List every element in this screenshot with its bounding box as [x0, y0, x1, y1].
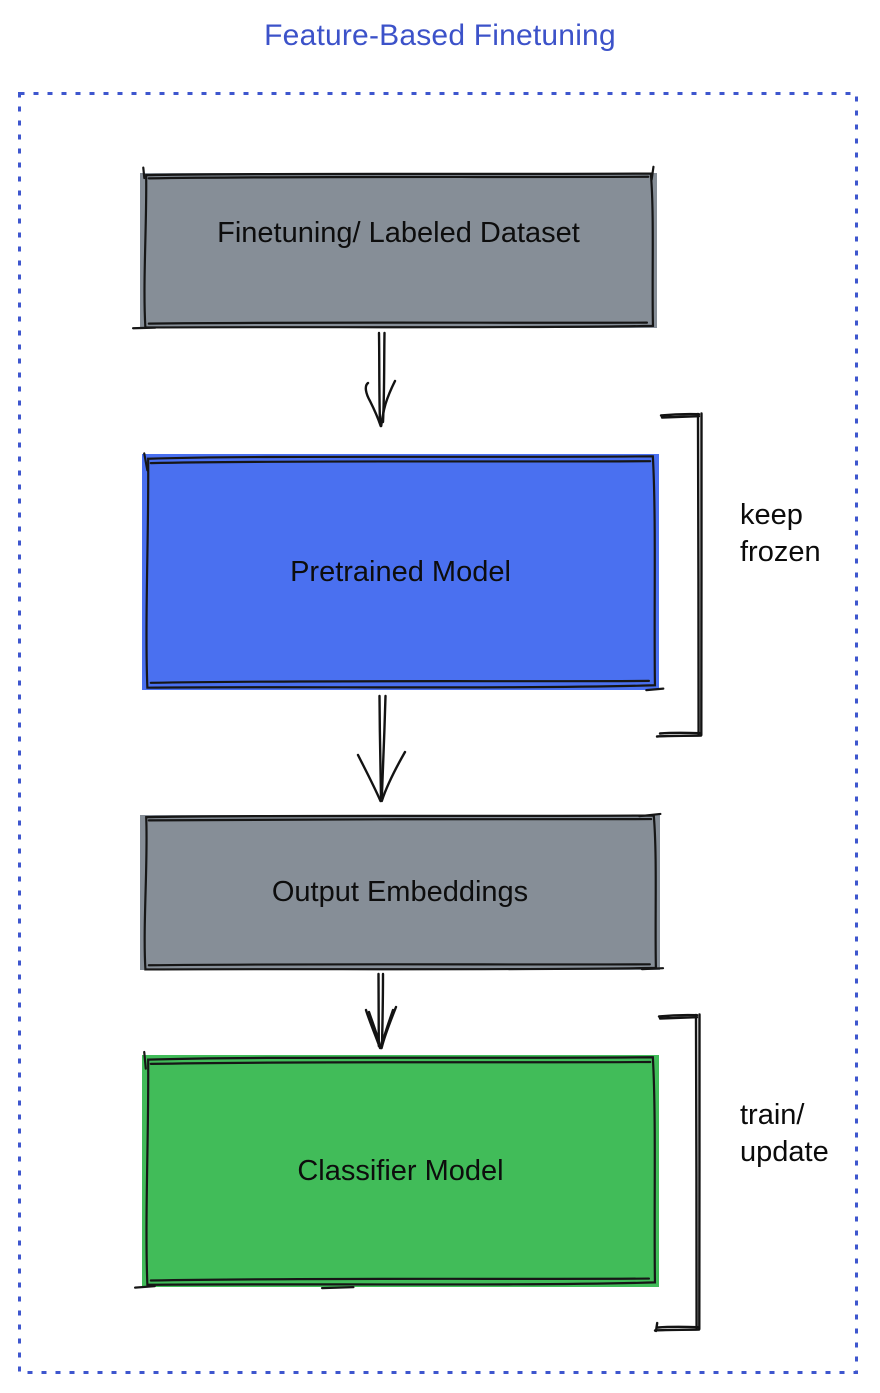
annotation-line: keep	[740, 499, 803, 531]
annotation-keep-frozen: keep frozen	[740, 497, 880, 571]
bracket-keep-frozen-icon	[655, 412, 703, 738]
arrow-down-2-icon	[356, 694, 407, 803]
sketch-border	[139, 1052, 662, 1290]
node-classifier-model-fill	[142, 1055, 659, 1287]
node-classifier-model: Classifier Model	[139, 1052, 662, 1290]
node-output-embeddings-fill	[140, 815, 660, 970]
annotation-train-update: train/ update	[740, 1097, 880, 1171]
arrow-down-3-icon	[364, 972, 398, 1050]
sketch-border	[137, 812, 663, 973]
node-pretrained-model-fill	[142, 454, 659, 690]
diagram-title: Feature-Based Finetuning	[264, 19, 616, 52]
sketch-border	[139, 451, 662, 693]
node-pretrained-model: Pretrained Model	[139, 451, 662, 693]
node-label: Pretrained Model	[290, 555, 511, 588]
node-label: Classifier Model	[297, 1154, 504, 1187]
node-finetuning-dataset: Finetuning/ Labeled Dataset	[137, 170, 660, 331]
annotation-line: train/	[740, 1099, 805, 1131]
annotation-line: frozen	[740, 536, 821, 568]
arrow-down-1-icon	[364, 331, 397, 428]
dashed-border-rect	[18, 92, 858, 1374]
node-finetuning-dataset-fill	[140, 173, 657, 328]
bracket-train-update-icon	[653, 1013, 701, 1333]
annotation-line: update	[740, 1136, 829, 1168]
node-label: Output Embeddings	[271, 876, 529, 908]
sketch-border	[137, 170, 660, 331]
node-output-embeddings: Output Embeddings	[137, 812, 663, 973]
node-label: Finetuning/ Labeled Dataset	[217, 217, 580, 249]
dashed-border-frame	[18, 92, 858, 1374]
